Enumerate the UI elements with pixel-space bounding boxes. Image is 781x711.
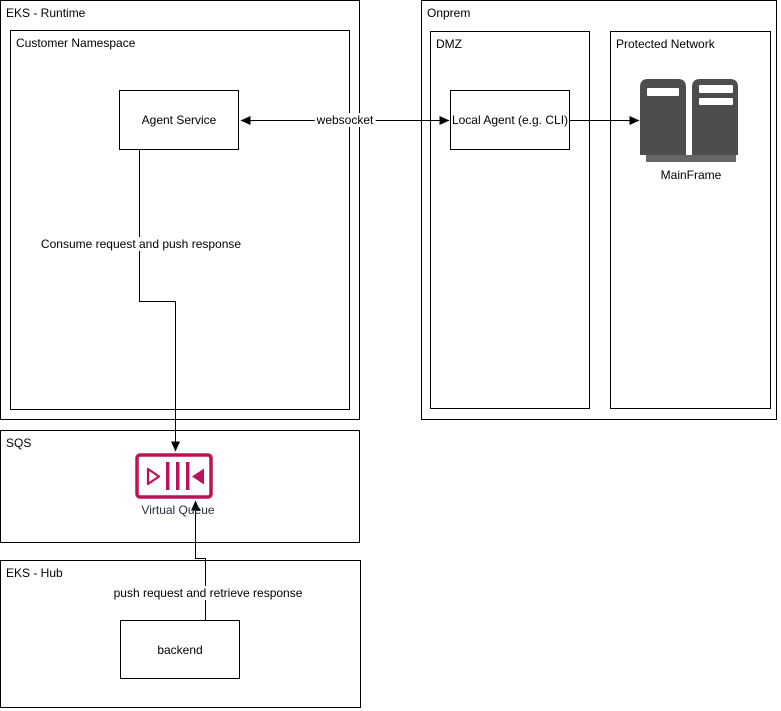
- node-backend: backend: [120, 620, 240, 679]
- container-dmz: DMZ: [430, 31, 590, 409]
- mainframe-icon: [640, 79, 738, 162]
- edge-consume-label: Consume request and push response: [38, 237, 244, 251]
- container-sqs: SQS: [0, 430, 360, 543]
- server-slot: [699, 85, 733, 93]
- container-sqs-label: SQS: [6, 436, 32, 450]
- node-agent-service: Agent Service: [119, 90, 239, 150]
- container-onprem: Onprem: [421, 0, 777, 420]
- container-protected-network-label: Protected Network: [616, 37, 715, 51]
- queue-bar: [186, 462, 190, 490]
- container-customer-namespace-label: Customer Namespace: [16, 36, 136, 50]
- container-eks-runtime-label: EKS - Runtime: [6, 6, 86, 20]
- edge-websocket-label: websocket: [314, 113, 376, 127]
- queue-bar: [176, 462, 180, 490]
- node-backend-label: backend: [157, 642, 203, 657]
- server-tower-left: [640, 79, 686, 155]
- sqs-queue-icon: [135, 453, 213, 499]
- container-eks-hub-label: EKS - Hub: [6, 566, 63, 580]
- container-eks-hub: EKS - Hub: [0, 560, 361, 708]
- queue-in-triangle: [192, 468, 204, 485]
- node-agent-service-label: Agent Service: [141, 113, 217, 127]
- server-base: [646, 155, 736, 162]
- server-tower-right: [692, 79, 738, 155]
- edge-push-label: push request and retrieve response: [111, 586, 305, 600]
- server-slot: [647, 88, 679, 96]
- mainframe-label: MainFrame: [660, 168, 722, 182]
- queue-out-triangle: [146, 467, 161, 486]
- queue-bar: [166, 462, 170, 490]
- virtual-queue-label: Virtual Queue: [141, 503, 215, 517]
- node-local-agent-label: Local Agent (e.g. CLI): [451, 113, 569, 127]
- container-protected-network: Protected Network: [610, 31, 771, 409]
- container-eks-runtime: EKS - Runtime: [0, 0, 360, 420]
- node-local-agent: Local Agent (e.g. CLI): [450, 90, 570, 150]
- container-dmz-label: DMZ: [436, 37, 462, 51]
- container-onprem-label: Onprem: [427, 6, 471, 20]
- server-slot: [699, 98, 733, 105]
- container-customer-namespace: Customer Namespace: [10, 30, 350, 410]
